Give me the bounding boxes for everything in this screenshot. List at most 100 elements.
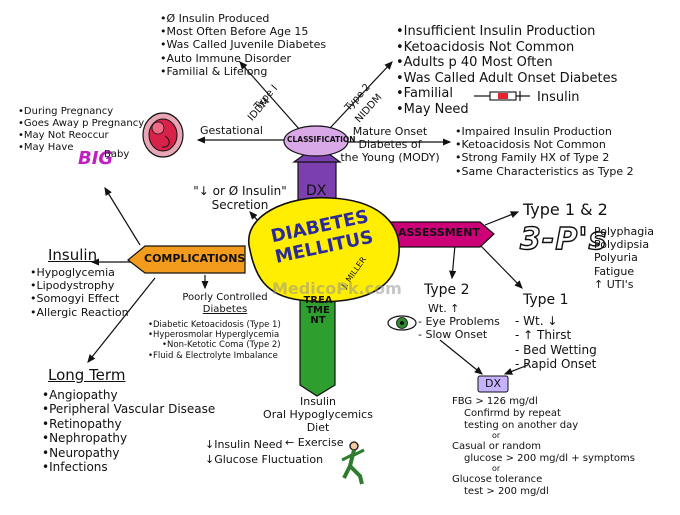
list-item: Allergic Reaction bbox=[30, 306, 129, 319]
dx-criteria-line: test > 200 mg/dl bbox=[464, 485, 549, 497]
gestational-list: During Pregnancy Goes Away p Pregnancy M… bbox=[18, 106, 144, 154]
list-item: Wt. ↑ bbox=[428, 302, 460, 315]
list-item: Neuropathy bbox=[42, 446, 215, 460]
list-item: Adults p 40 Most Often bbox=[396, 55, 617, 71]
dx-note-line2: Secretion bbox=[211, 198, 269, 213]
insulin-word: Insulin bbox=[537, 90, 580, 105]
mody-line: the Young (MODY) bbox=[340, 150, 440, 164]
dx-criteria-line: glucose > 200 mg/dl + symptoms bbox=[464, 452, 635, 464]
list-item: Impaired Insulin Production bbox=[455, 125, 634, 138]
list-item: Somogyi Effect bbox=[30, 292, 129, 305]
poorly-title-line: Diabetes bbox=[202, 303, 248, 315]
list-item: Fluid & Electrolyte Imbalance bbox=[148, 351, 281, 361]
dx-criteria-line: or bbox=[492, 431, 501, 441]
list-item: Auto Immune Disorder bbox=[160, 52, 326, 65]
list-item: Familial & Lifelong bbox=[160, 65, 326, 78]
list-item: May Not Reoccur bbox=[18, 130, 144, 142]
insulin-comp-list: Hypoglycemia Lipodystrophy Somogyi Effec… bbox=[30, 266, 129, 319]
dx-criteria: FBG > 126 mg/dl Confirmd by repeat testi… bbox=[452, 396, 635, 497]
arrow-gestational-baby bbox=[104, 186, 141, 246]
dx-criteria-line: or bbox=[492, 464, 501, 474]
list-item: Angiopathy bbox=[42, 388, 215, 402]
dx-criteria-line: testing on another day bbox=[464, 419, 579, 431]
arrow-dx-from-type2 bbox=[439, 339, 483, 375]
types-1-2-title: Type 1 & 2 bbox=[523, 200, 608, 219]
fetus-icon bbox=[142, 112, 184, 158]
mody-label: Mature Onset Diabetes of the Young (MODY… bbox=[340, 125, 440, 165]
treatment-label: TREATMENT bbox=[303, 295, 333, 326]
gestational-label: Gestational bbox=[200, 124, 263, 137]
baby-word: Baby bbox=[104, 149, 130, 160]
treatment-list: Insulin Oral Hypoglycemics Diet bbox=[248, 395, 388, 435]
list-item: Nephropathy bbox=[42, 431, 215, 445]
eye-icon bbox=[387, 315, 417, 331]
list-item: Bed Wetting bbox=[515, 343, 597, 357]
treatment-exercise: ← Exercise bbox=[285, 436, 344, 449]
arrow-long-term bbox=[87, 277, 156, 363]
exercise-figure-icon bbox=[341, 441, 365, 485]
insulin-comp-title: Insulin bbox=[48, 246, 98, 264]
dx-note: "↓ or Ø Insulin" Secretion bbox=[180, 184, 300, 212]
arrow-type2 bbox=[329, 61, 393, 129]
list-item: Most Often Before Age 15 bbox=[160, 25, 326, 38]
list-item: Ketoacidosis Not Common bbox=[396, 40, 617, 56]
type2-list: Insufficient Insulin Production Ketoacid… bbox=[396, 24, 618, 118]
mody-list: Impaired Insulin Production Ketoacidosis… bbox=[455, 125, 634, 178]
complications-label: COMPLICATIONS bbox=[144, 252, 246, 265]
treatment-glucose-fluct: ↓Glucose Fluctuation bbox=[205, 453, 324, 466]
list-item: During Pregnancy bbox=[18, 106, 144, 118]
list-item: Strong Family HX of Type 2 bbox=[455, 151, 634, 164]
list-item: May Need bbox=[396, 102, 617, 118]
big-word: BIG bbox=[78, 148, 114, 169]
list-item: Lipodystrophy bbox=[30, 279, 129, 292]
poorly-title-line: Poorly Controlled bbox=[182, 292, 268, 303]
poorly-controlled-list: Diabetic Ketoacidosis (Type 1) Hyperosmo… bbox=[148, 320, 281, 361]
list-item: Was Called Juvenile Diabetes bbox=[160, 38, 327, 51]
list-item: Polydipsia bbox=[594, 238, 650, 252]
assessment-label: ASSESSMENT bbox=[398, 226, 480, 239]
classification-bubble bbox=[283, 125, 349, 157]
list-item: Was Called Adult Onset Diabetes bbox=[396, 71, 618, 87]
dx-criteria-line: Confirmd by repeat bbox=[464, 407, 561, 419]
poorly-controlled-title: Poorly Controlled Diabetes bbox=[170, 292, 280, 316]
dx-box bbox=[477, 375, 509, 393]
long-term-list: Angiopathy Peripheral Vascular Disease R… bbox=[42, 388, 215, 474]
complications-branch-shape bbox=[127, 245, 246, 274]
list-item: Familial bbox=[396, 86, 617, 102]
list-item: Ketoacidosis Not Common bbox=[455, 138, 634, 151]
list-item: Hyperosmolar Hyperglycemia bbox=[148, 330, 281, 340]
list-item: ↑ Thirst bbox=[515, 328, 597, 342]
type1-list: Ø Insulin Produced Most Often Before Age… bbox=[160, 12, 327, 78]
list-item: Peripheral Vascular Disease bbox=[42, 402, 215, 416]
mody-line: Diabetes of bbox=[358, 137, 422, 151]
classification-label: CLASSIFICATION bbox=[287, 135, 356, 144]
dx-note-line1: "↓ or Ø Insulin" bbox=[193, 184, 287, 198]
dx-criteria-line: FBG > 126 mg/dl bbox=[452, 396, 538, 407]
dx-criteria-line: Glucose tolerance bbox=[452, 473, 543, 485]
list-item: Insufficient Insulin Production bbox=[396, 24, 617, 40]
center-blob bbox=[247, 196, 400, 303]
arrow-type1 bbox=[479, 244, 523, 289]
list-item: - Eye Problems bbox=[418, 315, 500, 329]
list-item: Goes Away p Pregnancy bbox=[18, 118, 144, 130]
assess-type2-title: Type 2 bbox=[424, 282, 470, 298]
dx-box-label: DX bbox=[484, 377, 501, 390]
dx-criteria-line: Casual or random bbox=[452, 440, 541, 452]
list-item: - Slow Onset bbox=[418, 328, 488, 342]
list-item: Non-Ketotic Coma (Type 2) bbox=[148, 340, 281, 350]
three-ps-list: Polyphagia Polydipsia Polyuria Fatigue ↑… bbox=[594, 225, 654, 291]
watermark: MedicoPk.com bbox=[272, 279, 402, 298]
three-ps: 3-P's bbox=[519, 221, 608, 257]
list-item: ↑ UTI's bbox=[594, 277, 634, 291]
list-item: Hypoglycemia bbox=[30, 266, 129, 279]
list-item: Ø Insulin Produced bbox=[160, 12, 326, 25]
list-item: Same Characteristics as Type 2 bbox=[455, 165, 634, 178]
treatment-item: Diet bbox=[306, 420, 330, 434]
list-item: Wt. ↓ bbox=[515, 314, 597, 328]
assess-type1-title: Type 1 bbox=[523, 292, 569, 308]
assess-type2-list: Wt. ↑ - Eye Problems - Slow Onset bbox=[418, 302, 500, 342]
mody-line: Mature Onset bbox=[352, 125, 428, 138]
treatment-item: Insulin bbox=[299, 395, 336, 408]
